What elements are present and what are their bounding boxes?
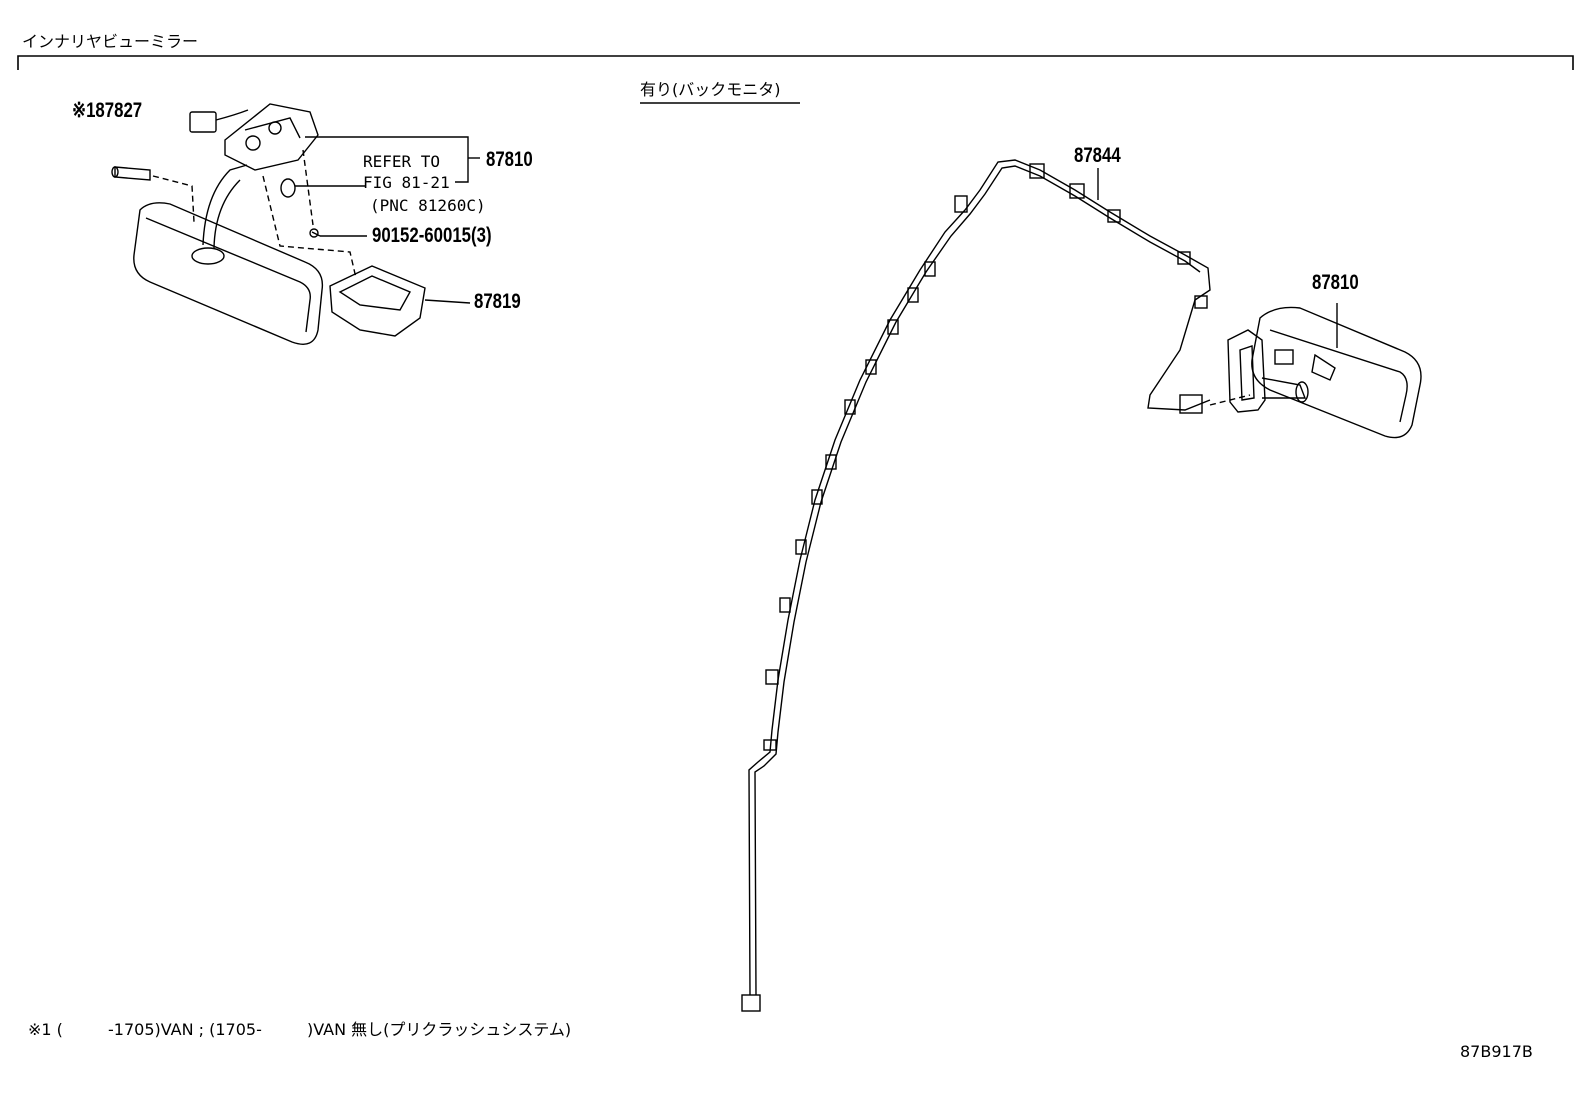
mirror-assembly-right (1209, 303, 1422, 439)
refer-line-1: REFER TO (363, 152, 441, 171)
diagram-id: 87B917B (1460, 1042, 1533, 1061)
refer-line-3: (PNC 81260C) (370, 196, 486, 215)
footnote-segment-2: )VAN 無し(プリクラッシュシステム) (307, 1020, 572, 1039)
variant-label: 有り(バックモニタ) (640, 80, 781, 99)
footnote-mark: ※1 ( (28, 1020, 63, 1039)
callout-87827[interactable]: ※187827 (72, 99, 143, 122)
callout-87810-right[interactable]: 87810 (1312, 271, 1359, 294)
callout-87810-left[interactable]: 87810 (486, 148, 533, 171)
section-frame (17, 55, 1574, 70)
refer-line-2: FIG 81-21 (363, 173, 450, 192)
footnote-segment-1: -1705)VAN ; (1705- (108, 1020, 262, 1039)
mirror-assembly-left (111, 103, 480, 345)
callout-87819[interactable]: 87819 (474, 290, 521, 313)
callout-90152-60015[interactable]: 90152-60015(3) (372, 224, 492, 247)
section-title: インナリヤビューミラー (22, 32, 199, 51)
callout-87844[interactable]: 87844 (1074, 144, 1121, 167)
wire-harness-87844 (741, 159, 1211, 1012)
